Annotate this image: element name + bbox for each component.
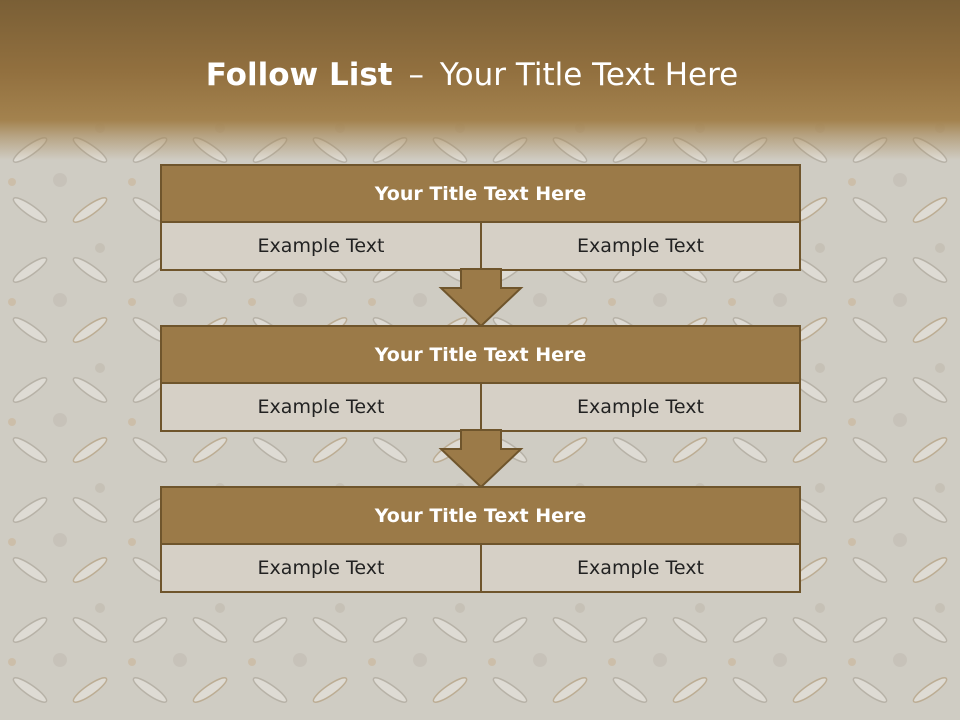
block-title: Your Title Text Here (160, 486, 801, 545)
block-left-text: Example Text (160, 382, 482, 432)
slide-title-bold: Follow List (205, 57, 393, 93)
block-right-text: Example Text (480, 382, 801, 432)
block-right-text: Example Text (480, 221, 801, 271)
down-arrow-icon (438, 429, 524, 489)
block-right-text: Example Text (480, 543, 801, 593)
slide-title-separator: – (408, 57, 424, 93)
slide-title: Follow List – Your Title Text Here (0, 52, 944, 98)
down-arrow-icon (438, 268, 524, 328)
slide-title-rest: Your Title Text Here (439, 57, 739, 93)
title-band (0, 0, 960, 160)
block-title: Your Title Text Here (160, 164, 801, 223)
block-title: Your Title Text Here (160, 325, 801, 384)
block-left-text: Example Text (160, 543, 482, 593)
block-left-text: Example Text (160, 221, 482, 271)
